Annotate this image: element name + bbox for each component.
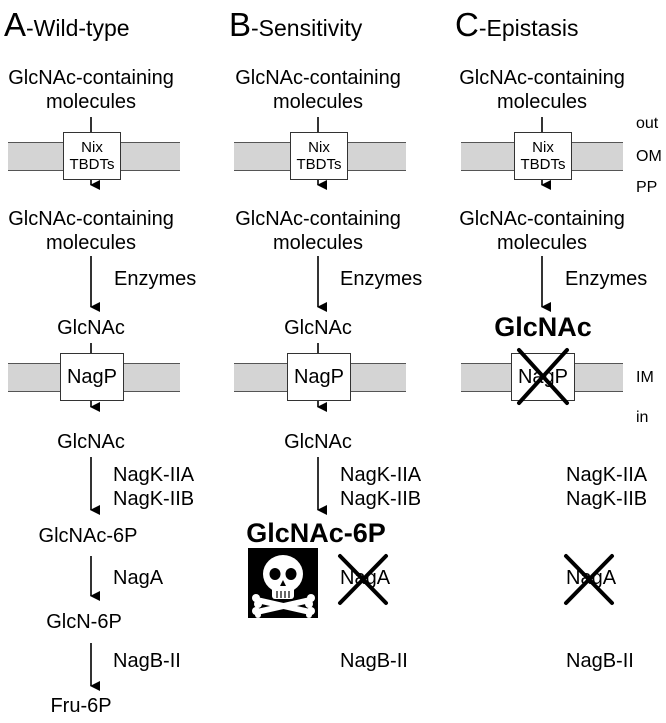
panel-title-text: -Epistasis <box>478 15 579 41</box>
nagk-iib: NagK-IIB <box>566 488 648 510</box>
nagk-iia: NagK-IIA <box>113 464 195 486</box>
nagk-iia: NagK-IIA <box>340 464 422 486</box>
skull-crossbones-icon <box>248 548 318 618</box>
fru6p-a: Fru-6P <box>50 695 112 717</box>
panel-letter: A <box>4 6 27 43</box>
nagb-label-c: NagB-II <box>566 650 634 672</box>
compartment-im: IM <box>636 369 654 386</box>
enzymes-label-c: Enzymes <box>565 268 648 290</box>
transporter-label: NagP <box>66 365 118 388</box>
molecule-out-c: GlcNAc-containing molecules <box>459 67 625 113</box>
glcn6p-a: GlcN-6P <box>46 611 122 633</box>
enzymes-label-b: Enzymes <box>340 268 423 290</box>
nagk-label-b: NagK-IIA NagK-IIB <box>340 463 421 511</box>
panel-title-text: -Sensitivity <box>251 15 363 41</box>
transporter-label: TBDTs <box>69 156 115 173</box>
transporter-box-a-im: NagP <box>60 353 124 401</box>
molecule-out-b: GlcNAc-containing molecules <box>235 67 401 113</box>
transporter-label: Nix <box>81 139 103 156</box>
nagk-iia: NagK-IIA <box>566 464 648 486</box>
transporter-box-a-om: Nix TBDTs <box>63 132 121 180</box>
transporter-label: NagP <box>293 365 345 388</box>
compartment-om: OM <box>636 148 662 165</box>
x-cross-icon <box>338 554 388 605</box>
transporter-label: TBDTs <box>520 156 566 173</box>
enzymes-label-a: Enzymes <box>114 268 197 290</box>
glcnac6p-a: GlcNAc-6P <box>38 525 138 547</box>
x-cross-icon <box>564 554 614 605</box>
naga-label-a: NagA <box>113 567 164 589</box>
molecule-out-a: GlcNAc-containing molecules <box>8 67 174 113</box>
glcnac-pp-a: GlcNAc <box>57 317 125 339</box>
x-cross-icon <box>517 348 569 405</box>
molecule-pp-c: GlcNAc-containing molecules <box>459 208 625 254</box>
transporter-box-b-om: Nix TBDTs <box>290 132 348 180</box>
transporter-label: Nix <box>532 139 554 156</box>
transporter-label: TBDTs <box>296 156 342 173</box>
nagk-iib: NagK-IIB <box>113 488 195 510</box>
transporter-box-c-im: NagP <box>511 353 575 401</box>
nagk-label-a: NagK-IIA NagK-IIB <box>113 463 194 511</box>
panel-title-b: B-Sensitivity <box>229 8 362 42</box>
glcnac-in-b: GlcNAc <box>284 431 352 453</box>
compartment-out: out <box>636 115 659 132</box>
panel-title-a: A-Wild-type <box>4 8 130 42</box>
nagk-label-c: NagK-IIA NagK-IIB <box>566 463 647 511</box>
glcnac-in-a: GlcNAc <box>57 431 125 453</box>
molecule-pp-a: GlcNAc-containing molecules <box>8 208 174 254</box>
compartment-pp: PP <box>636 179 658 196</box>
transporter-box-b-im: NagP <box>287 353 351 401</box>
panel-title-c: C-Epistasis <box>455 8 579 42</box>
compartment-in: in <box>636 409 649 426</box>
glcnac-pp-c-accumulated: GlcNAc <box>494 312 592 342</box>
nagk-iib: NagK-IIB <box>340 488 422 510</box>
glcnac6p-b-accumulated: GlcNAc-6P <box>246 518 386 548</box>
panel-letter: C <box>455 6 479 43</box>
panel-title-text: -Wild-type <box>26 15 130 41</box>
panel-letter: B <box>229 6 252 43</box>
transporter-label: Nix <box>308 139 330 156</box>
molecule-pp-b: GlcNAc-containing molecules <box>235 208 401 254</box>
nagb-label-b: NagB-II <box>340 650 408 672</box>
glcnac-pp-b: GlcNAc <box>284 317 352 339</box>
transporter-box-c-om: Nix TBDTs <box>514 132 572 180</box>
nagb-label-a: NagB-II <box>113 650 181 672</box>
